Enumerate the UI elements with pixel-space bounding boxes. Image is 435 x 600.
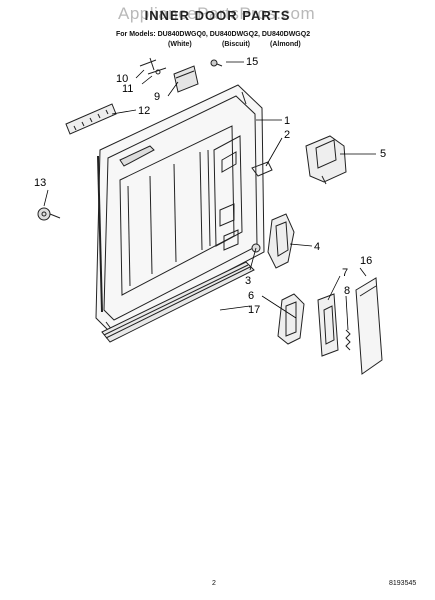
dispenser-parts bbox=[139, 57, 199, 93]
callout-10: 10 bbox=[116, 73, 128, 85]
hinge-clip bbox=[251, 161, 273, 177]
callout-5: 5 bbox=[380, 148, 386, 160]
callout-8: 8 bbox=[344, 285, 350, 297]
inner-door-panel bbox=[95, 84, 265, 333]
spring bbox=[345, 329, 351, 351]
side-panel bbox=[317, 293, 339, 357]
models-line: For Models: DU840DWGQ0, DU840DWGQ2, DU84… bbox=[116, 31, 311, 38]
callout-15: 15 bbox=[246, 56, 258, 68]
color-white: (White) bbox=[168, 41, 192, 48]
watermark: AppliancePartsPros.com bbox=[118, 4, 316, 23]
page-title: INNER DOOR PARTS bbox=[144, 8, 291, 23]
page-number: 2 bbox=[212, 580, 216, 587]
callout-4: 4 bbox=[314, 241, 320, 253]
bottom-trim-strip bbox=[101, 261, 255, 343]
color-biscuit: (Biscuit) bbox=[222, 41, 250, 48]
leader-lines bbox=[43, 61, 376, 331]
callout-9: 9 bbox=[154, 91, 160, 103]
callout-17: 17 bbox=[248, 304, 260, 316]
latch-housing bbox=[305, 135, 347, 185]
callout-12: 12 bbox=[138, 105, 150, 117]
callout-1: 1 bbox=[284, 115, 290, 127]
lower-bracket bbox=[277, 293, 305, 345]
callout-3: 3 bbox=[245, 275, 251, 287]
latch-bracket bbox=[267, 213, 295, 269]
wheel bbox=[37, 207, 61, 221]
screw bbox=[210, 59, 223, 67]
knob bbox=[251, 243, 261, 253]
callout-11: 11 bbox=[122, 83, 133, 95]
color-almond: (Almond) bbox=[270, 41, 301, 48]
cover-panel bbox=[355, 277, 383, 375]
callout-13: 13 bbox=[34, 177, 46, 189]
callout-7: 7 bbox=[342, 267, 348, 279]
callout-6: 6 bbox=[248, 290, 254, 302]
callout-16: 16 bbox=[360, 255, 372, 267]
vent-grille bbox=[65, 103, 117, 135]
callout-2: 2 bbox=[284, 129, 290, 141]
document-number: 8193545 bbox=[389, 580, 417, 587]
